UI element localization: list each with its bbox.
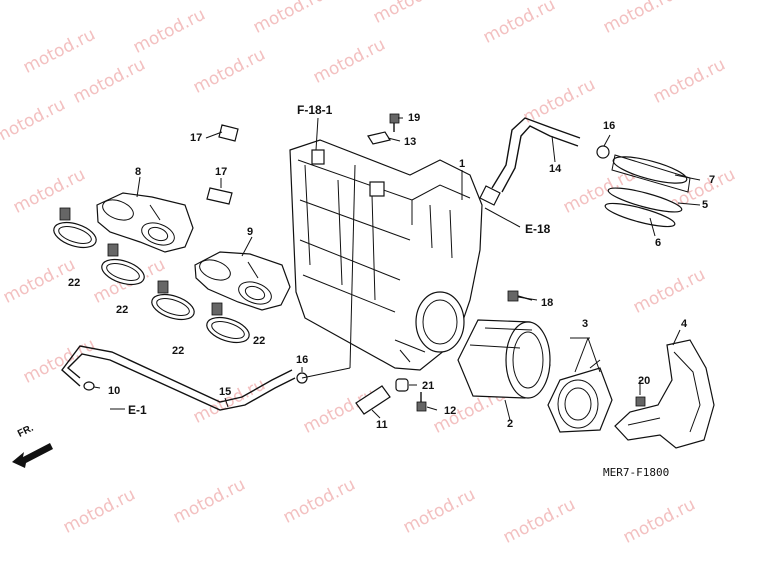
air-cleaner-housing[interactable]	[289, 139, 483, 371]
part-label-1: 1	[459, 158, 466, 170]
cap-seal[interactable]	[606, 183, 683, 216]
part-label-13: 13	[404, 136, 417, 148]
part-label-9: 9	[247, 226, 254, 238]
hose-ring[interactable]	[83, 381, 95, 391]
part-label-22: 22	[116, 304, 129, 316]
part-label-11: 11	[376, 419, 388, 431]
diagram-code: MER7-F1800	[603, 466, 670, 479]
drain-bolt[interactable]	[416, 392, 427, 412]
part-label-5: 5	[702, 199, 709, 211]
band-clamp[interactable]	[149, 280, 198, 324]
band-clamp[interactable]	[51, 207, 100, 252]
part-label-17: 17	[215, 166, 228, 178]
intake-duct[interactable]	[614, 339, 715, 449]
filter-holder[interactable]	[547, 359, 613, 433]
air-filter-element[interactable]	[457, 319, 551, 399]
drain-hose[interactable]	[61, 345, 296, 411]
part-label-7: 7	[709, 174, 716, 186]
part-label-20: 20	[638, 375, 651, 387]
part-label-22: 22	[253, 335, 266, 347]
part-label-6: 6	[655, 237, 662, 249]
foam-block[interactable]	[218, 124, 239, 142]
spring-clip[interactable]	[367, 131, 391, 145]
part-label-16: 16	[296, 354, 309, 366]
part-label-22: 22	[68, 277, 81, 289]
part-label-8: 8	[135, 166, 142, 178]
foam-block[interactable]	[206, 187, 233, 205]
part-label-10: 10	[108, 385, 121, 397]
front-arrow-icon	[12, 443, 53, 468]
band-clamp[interactable]	[99, 243, 148, 289]
breather-tube[interactable]	[479, 117, 581, 206]
intake-rubber-lower[interactable]	[194, 251, 291, 311]
part-label-3: 3	[582, 318, 589, 330]
part-label-21: 21	[422, 380, 435, 392]
part-label-2: 2	[507, 418, 514, 430]
screw[interactable]	[389, 113, 400, 132]
part-label-14: 14	[549, 163, 562, 175]
bolt[interactable]	[507, 290, 533, 302]
drain-tube[interactable]	[355, 385, 391, 415]
band-clamp[interactable]	[204, 302, 253, 347]
ref-label-e18: E-18	[525, 222, 551, 236]
part-label-19: 19	[408, 112, 421, 124]
cap-ring[interactable]	[603, 199, 676, 231]
drain-plug[interactable]	[395, 378, 409, 392]
part-label-22: 22	[172, 345, 185, 357]
ref-label-e1: E-1	[128, 403, 147, 417]
ref-label-f18-1: F-18-1	[297, 103, 333, 117]
part-label-18: 18	[541, 297, 554, 309]
leader-lines	[93, 117, 701, 421]
part-label-4: 4	[681, 318, 688, 330]
part-label-12: 12	[444, 405, 457, 417]
drain-cap[interactable]	[611, 151, 691, 193]
intake-rubber-upper[interactable]	[96, 192, 194, 253]
duct-screw[interactable]	[635, 396, 646, 407]
part-label-15: 15	[219, 386, 232, 398]
part-label-16: 16	[603, 120, 616, 132]
part-label-17: 17	[190, 132, 203, 144]
o-ring-upper[interactable]	[596, 145, 610, 159]
